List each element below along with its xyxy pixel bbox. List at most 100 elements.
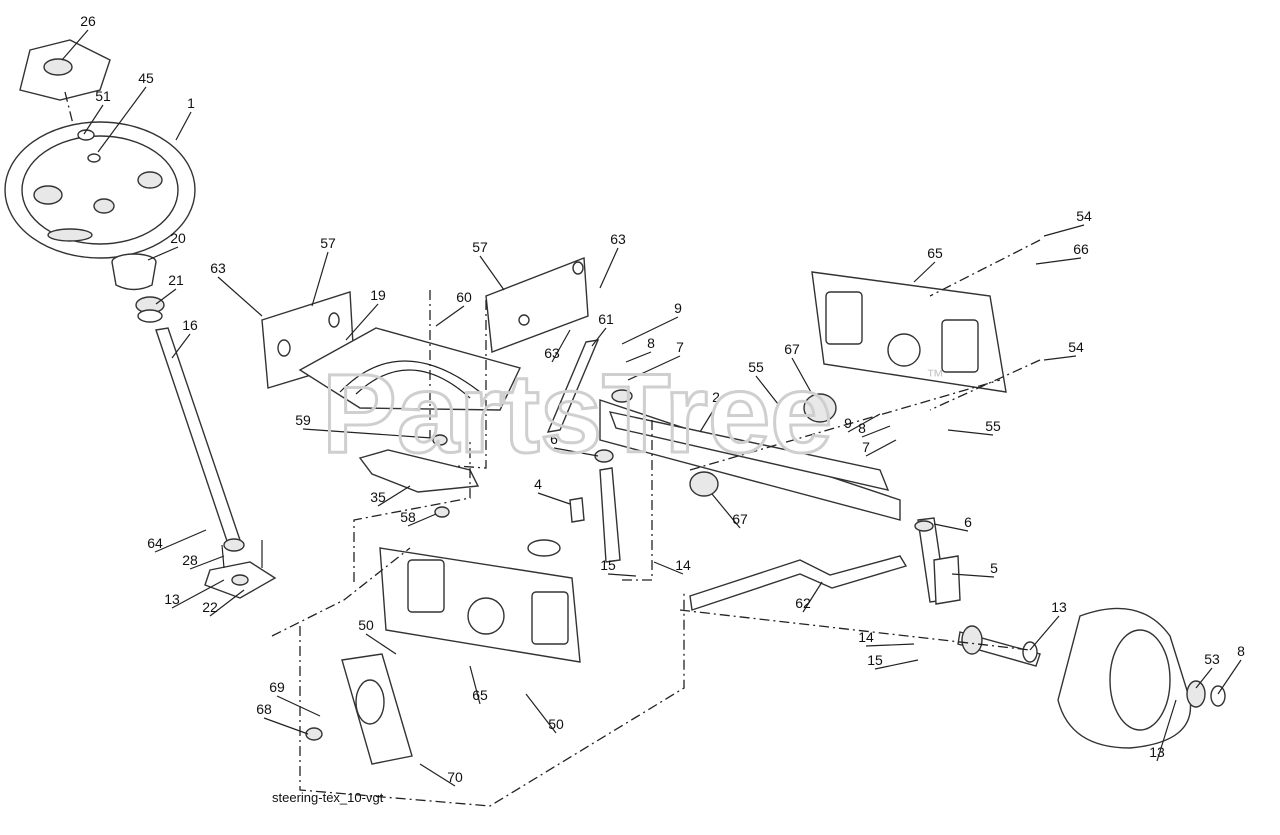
callout-label: 63 xyxy=(544,345,560,361)
callout-20: 20 xyxy=(147,230,186,261)
callout-label: 9 xyxy=(674,300,682,316)
callout-leader-line xyxy=(913,261,936,283)
callout-label: 55 xyxy=(748,359,764,375)
callout-label: 54 xyxy=(1076,208,1092,224)
callout-label: 28 xyxy=(182,552,198,568)
shaft-61-part xyxy=(511,339,600,444)
callout-leader-line xyxy=(435,305,465,327)
tie-rod-part xyxy=(689,555,908,611)
callout-8: 8 xyxy=(1217,643,1245,695)
callout-9: 9 xyxy=(844,413,881,433)
callout-label: 57 xyxy=(320,235,336,251)
callout-67: 67 xyxy=(784,341,813,395)
callout-leader-line xyxy=(276,695,321,717)
callout-62: 62 xyxy=(795,581,823,613)
callout-21: 21 xyxy=(155,272,184,305)
callout-6: 6 xyxy=(550,431,599,457)
callout-26: 26 xyxy=(61,13,96,61)
callout-label: 70 xyxy=(447,769,463,785)
callout-label: 62 xyxy=(795,595,811,611)
callout-8: 8 xyxy=(625,335,655,363)
collar-part xyxy=(111,253,165,323)
callout-leader-line xyxy=(479,255,505,291)
steering-wheel-part xyxy=(4,121,196,259)
callout-label: 64 xyxy=(147,535,163,551)
callout-label: 1 xyxy=(187,95,195,111)
callout-22: 22 xyxy=(202,589,245,617)
callout-label: 22 xyxy=(202,599,218,615)
callout-label: 65 xyxy=(472,687,488,703)
callout-57: 57 xyxy=(311,235,336,307)
callout-61: 61 xyxy=(591,311,614,347)
callout-leader-line xyxy=(755,375,779,405)
assembly-outline xyxy=(271,300,1031,807)
callout-label: 57 xyxy=(472,239,488,255)
callout-label: 35 xyxy=(370,489,386,505)
callout-leader-line xyxy=(625,351,652,363)
callout-leader-line xyxy=(627,355,681,381)
callout-63: 63 xyxy=(599,231,626,289)
callout-leader-line xyxy=(97,86,147,153)
callout-53: 53 xyxy=(1195,651,1220,689)
callout-label: 7 xyxy=(862,439,870,455)
callout-label: 63 xyxy=(210,260,226,276)
callout-leader-line xyxy=(419,763,456,787)
callout-leader-line xyxy=(525,693,557,734)
callout-35: 35 xyxy=(370,485,411,507)
callout-63: 63 xyxy=(544,329,571,363)
callout-leader-line xyxy=(591,327,607,347)
callout-label: 14 xyxy=(675,557,691,573)
callout-leader-line xyxy=(607,573,637,577)
callout-13: 13 xyxy=(1029,599,1067,651)
callout-leader-line xyxy=(345,303,379,341)
callout-label: 69 xyxy=(269,679,285,695)
callout-54: 54 xyxy=(1043,208,1092,237)
callout-leader-line xyxy=(699,405,717,433)
callout-label: 54 xyxy=(1068,339,1084,355)
callout-label: 19 xyxy=(370,287,386,303)
callout-leader-line xyxy=(209,589,245,617)
callout-57: 57 xyxy=(472,239,505,291)
support-plate-right-part xyxy=(811,239,1041,411)
callout-54: 54 xyxy=(1043,339,1084,361)
callout-65: 65 xyxy=(469,665,488,705)
callout-label: 67 xyxy=(732,511,748,527)
callout-45: 45 xyxy=(97,70,154,153)
callout-label: 53 xyxy=(1204,651,1220,667)
callout-leader-line xyxy=(951,573,995,578)
callout-14: 14 xyxy=(858,629,915,647)
callout-70: 70 xyxy=(419,763,463,787)
callout-leader-line xyxy=(865,643,915,647)
callout-68: 68 xyxy=(256,701,309,735)
bushing-part xyxy=(689,393,837,497)
callout-label: 66 xyxy=(1073,241,1089,257)
callout-leader-line xyxy=(302,428,433,439)
front-axle-part xyxy=(594,389,901,521)
callout-leader-line xyxy=(551,329,571,363)
callout-leader-line xyxy=(407,513,437,527)
callout-15: 15 xyxy=(600,557,637,577)
callout-2: 2 xyxy=(699,389,720,433)
partstree-watermark: PartsTree ™ xyxy=(322,352,944,472)
callout-leader-line xyxy=(537,492,571,505)
callout-leader-line xyxy=(171,579,225,609)
callout-label: 55 xyxy=(985,418,1001,434)
diagram-caption: steering-tex_10-vgt xyxy=(272,790,384,805)
callout-6: 6 xyxy=(933,514,972,532)
callout-64: 64 xyxy=(147,529,207,553)
callout-leader-line xyxy=(154,529,207,553)
callout-label: 5 xyxy=(990,560,998,576)
callout-66: 66 xyxy=(1035,241,1089,265)
mount-bracket-part xyxy=(305,653,413,765)
callout-leader-line xyxy=(189,555,225,570)
callout-label: 65 xyxy=(927,245,943,261)
callout-8: 8 xyxy=(858,420,891,438)
callout-leader-line xyxy=(653,561,684,575)
callout-69: 69 xyxy=(269,679,321,717)
callout-9: 9 xyxy=(621,300,682,345)
callout-label: 45 xyxy=(138,70,154,86)
callout-label: 4 xyxy=(534,476,542,492)
callout-label: 61 xyxy=(598,311,614,327)
callout-leader-line xyxy=(311,251,329,307)
